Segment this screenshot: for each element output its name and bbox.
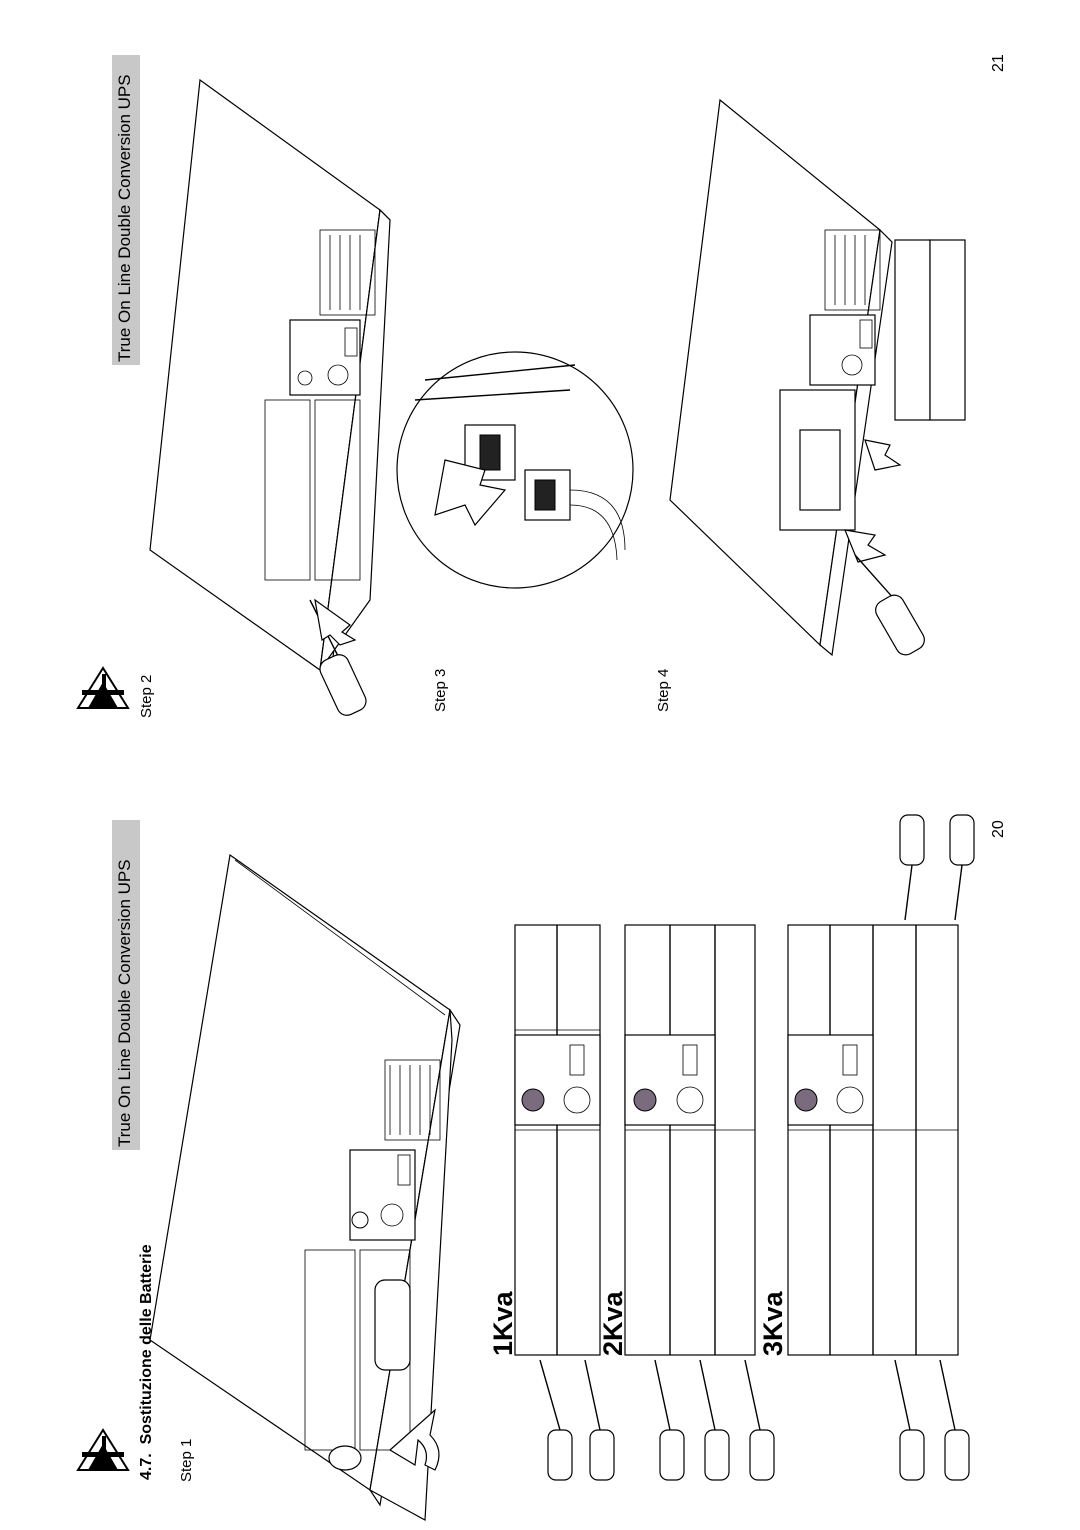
page-number-right: 21 [990,54,1007,72]
ups-front-3kva [787,924,959,1356]
atlantis-logo-icon [76,666,130,709]
screwdriver-icon [539,1359,970,1481]
ups-step4-illustration [669,98,966,657]
step-2-label: Step 2 [138,674,155,718]
screwdriver-icon [899,814,975,921]
header-band-right [112,55,140,365]
ups-step2-illustration [149,78,391,716]
header-title-left: True On Line Double Conversion UPS [115,859,134,1147]
section-heading: 4.7. Sostituzione delle Batterie [138,1244,156,1480]
ups-front-2kva [624,924,756,1356]
ups-step1-illustration [149,853,461,1521]
step-4-label: Step 4 [655,668,672,712]
header-band-left [112,820,140,1150]
section-title: Sostituzione delle Batterie [138,1244,155,1445]
connector-detail-illustration [396,351,634,589]
ups-front-1kva [514,924,601,1356]
section-number: 4.7. [138,1453,155,1480]
header-title-right: True On Line Double Conversion UPS [115,74,134,362]
atlantis-logo-icon [76,1428,130,1471]
